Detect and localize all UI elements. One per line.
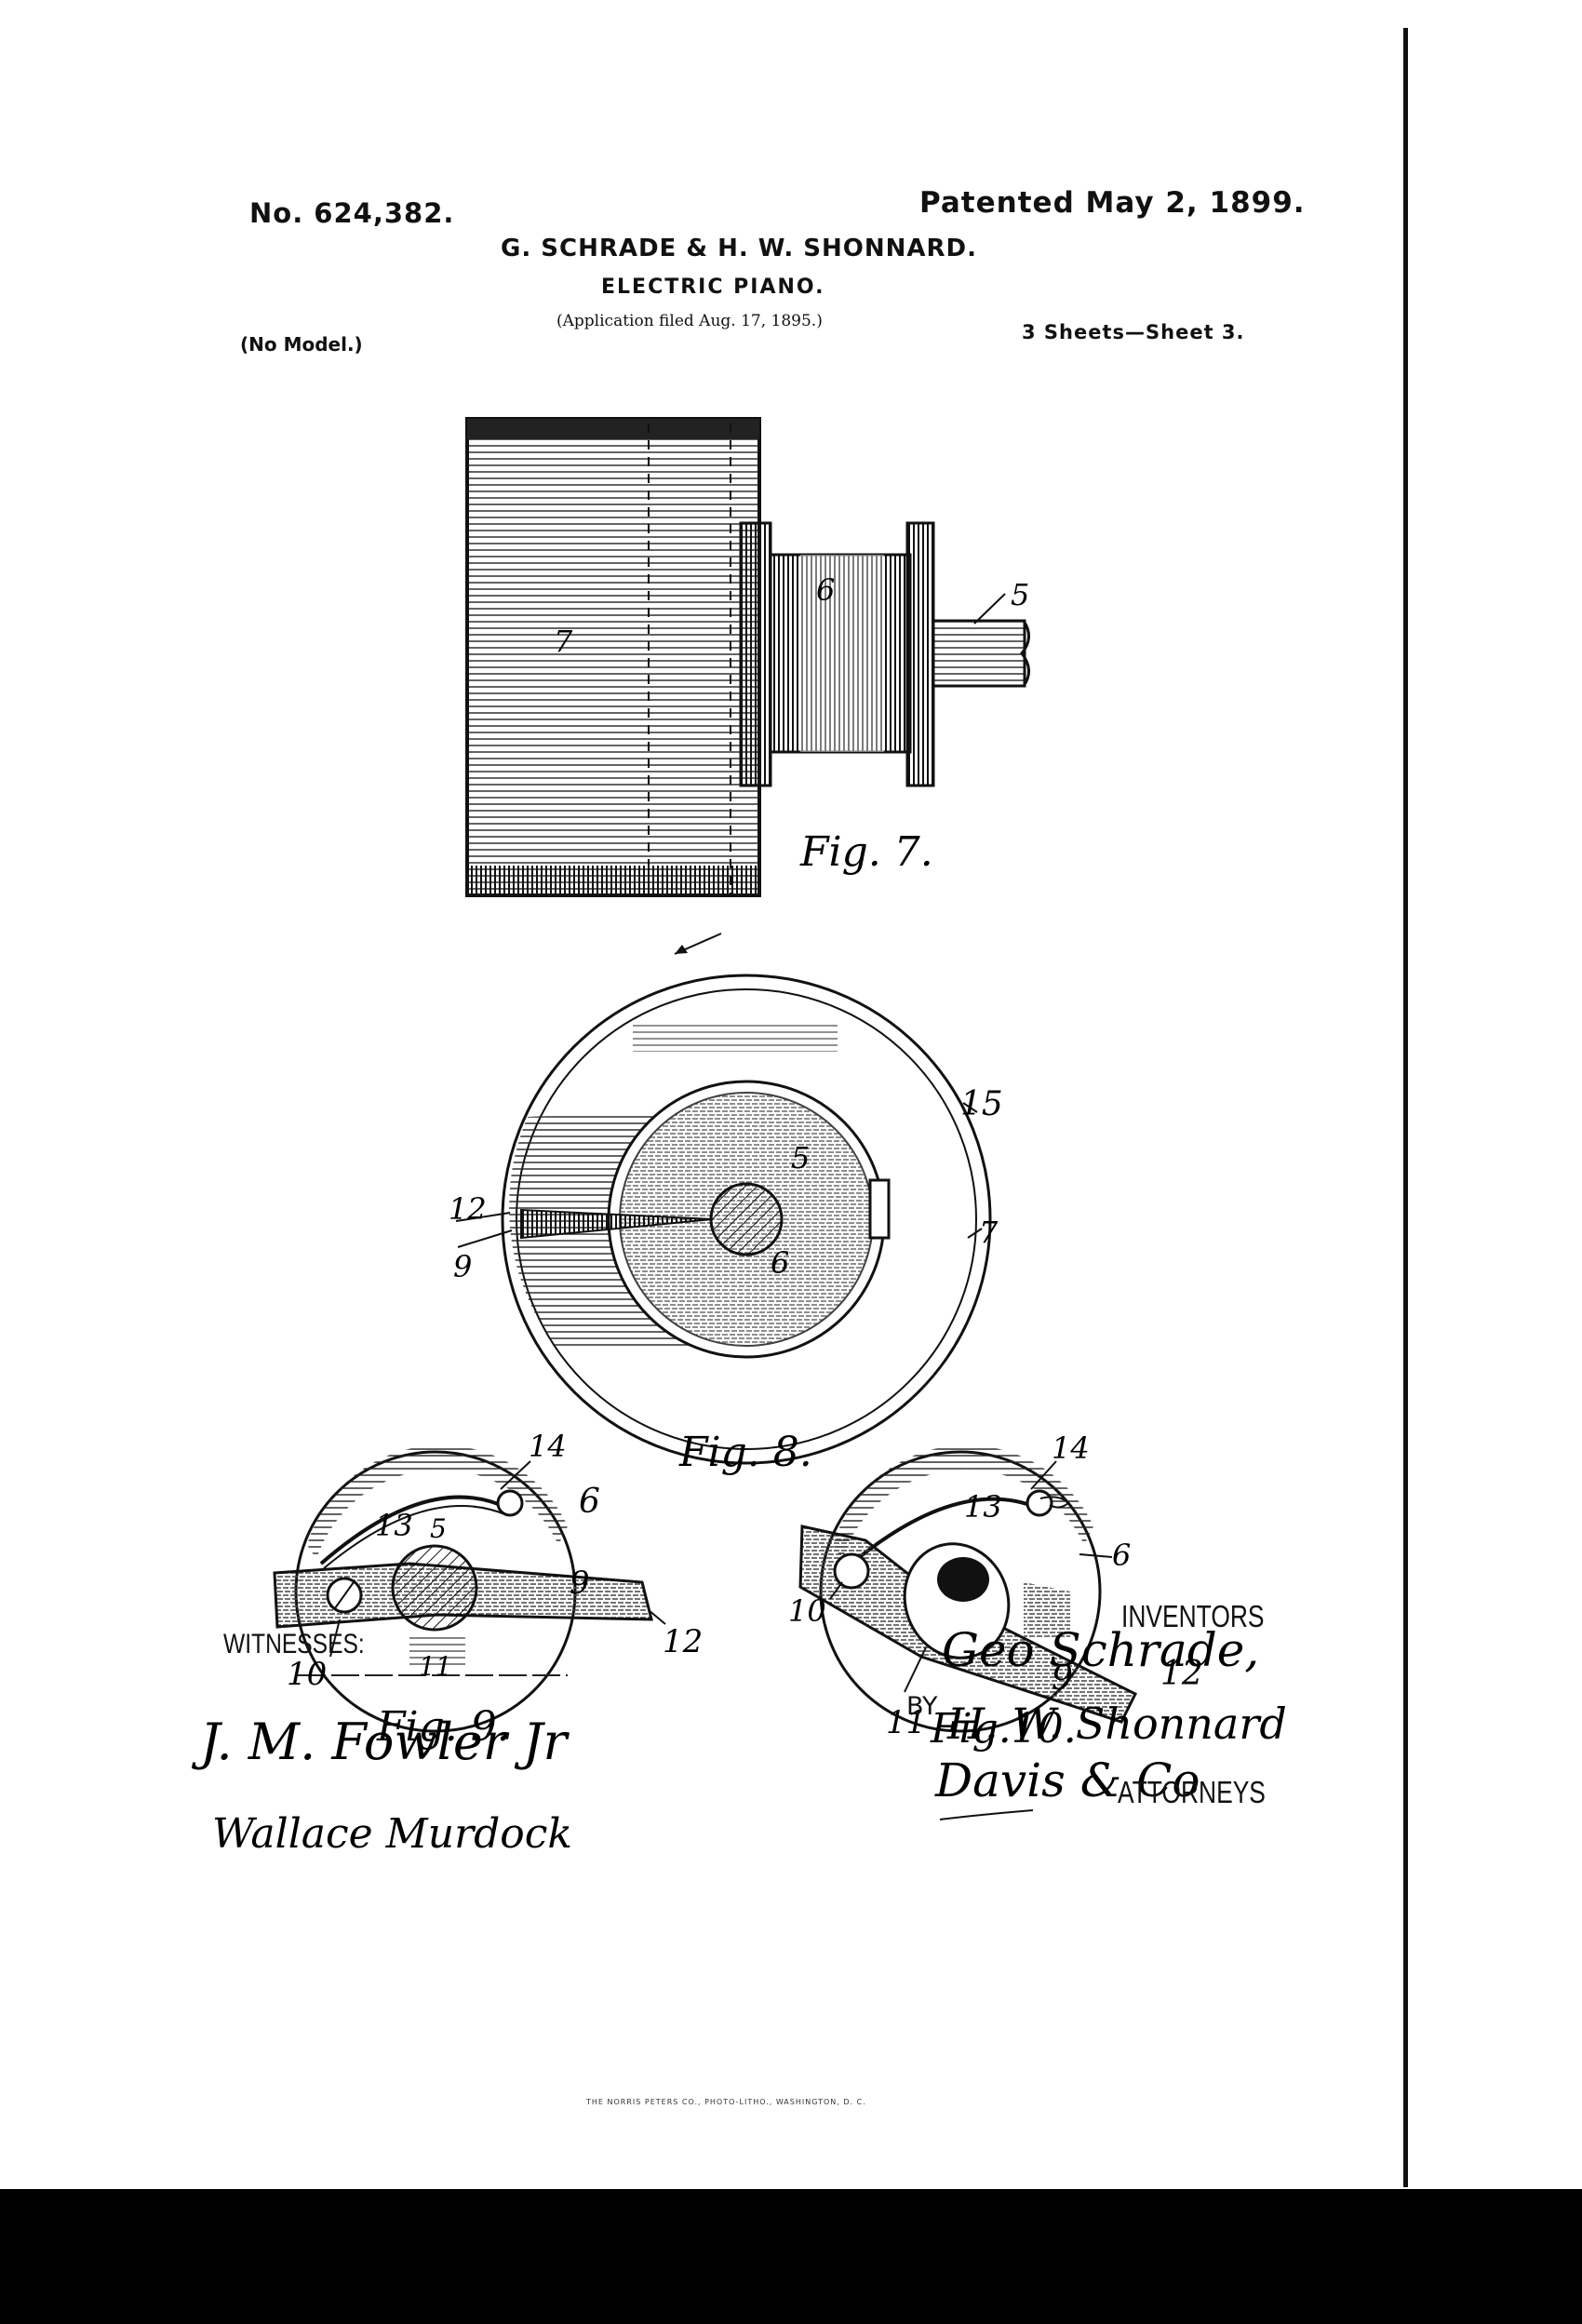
fig10-label-12: 12 [1160,1655,1203,1693]
signature-flourish [939,1809,1034,1820]
fig8-drawing [455,933,992,1465]
inventors-line: G. SCHRADE & H. W. SHONNARD. [501,235,977,262]
inventor-signature-1: Geo Schrade, [942,1623,1259,1677]
fig10-label-11: 11 [886,1704,926,1741]
fig9-label-9: 9 [570,1565,590,1602]
fig9-label-14: 14 [529,1429,567,1464]
attorneys-label: ATTORNEYS [1118,1775,1266,1809]
printer-credit: THE NORRIS PETERS CO., PHOTO-LITHO., WAS… [586,2098,866,2106]
fig9-caption: Fig. 9. [376,1703,510,1751]
no-model: (No Model.) [240,333,363,356]
fig7-caption: Fig. 7. [799,828,933,876]
fig7-label-5: 5 [1011,577,1029,612]
fig8-label-9: 9 [453,1249,472,1284]
application-filed: (Application filed Aug. 17, 1895.) [556,312,823,330]
witnesses-label: WITNESSES: [223,1629,365,1659]
witness-signature-1: J. M. Fowler Jr [191,1713,570,1771]
fig8-label-6: 6 [771,1245,789,1281]
fig9-label-6: 6 [579,1483,600,1521]
fig10-label-9: 9 [1052,1659,1073,1698]
fig10-label-13: 13 [964,1489,1002,1525]
inventor-signature-2: H. W. Shonnard [946,1699,1287,1749]
fig10-drawing [798,1444,1138,1733]
by-label: BY [906,1692,938,1721]
fig9-label-11: 11 [419,1651,452,1682]
fig10-label-10: 10 [788,1593,826,1629]
attorney-signature: Davis & Co [934,1753,1200,1807]
patented-date: Patented May 2, 1899. [919,186,1306,220]
fig8-caption: Fig. 8. [678,1429,812,1476]
fig7-label-7: 7 [554,624,573,659]
fig10-caption: Fig.10. [930,1705,1077,1753]
fig9-label-13: 13 [375,1508,413,1543]
sheet-count: 3 Sheets—Sheet 3. [1022,321,1245,343]
fig9-drawing [273,1444,666,1733]
scan-edge-right [1403,28,1408,2187]
fig8-label-15: 15 [960,1085,1003,1123]
fig8-label-5: 5 [791,1140,810,1175]
fig7-drawing [465,417,1030,897]
fig9-label-10: 10 [287,1656,327,1693]
inventors-label: INVENTORS [1121,1599,1265,1633]
fig8-label-7: 7 [979,1215,999,1250]
fig7-label-6: 6 [816,572,835,608]
fig8-label-12: 12 [449,1191,487,1227]
fig9-label-5: 5 [430,1513,447,1544]
fig10-label-6: 6 [1112,1538,1131,1573]
fig9-label-12: 12 [663,1623,703,1660]
scan-border-bottom [0,2189,1582,2324]
witness-signature-2: Wallace Murdock [212,1810,572,1858]
patent-title: ELECTRIC PIANO. [601,275,825,299]
patent-number: No. 624,382. [249,197,455,229]
fig10-label-14: 14 [1052,1431,1090,1466]
